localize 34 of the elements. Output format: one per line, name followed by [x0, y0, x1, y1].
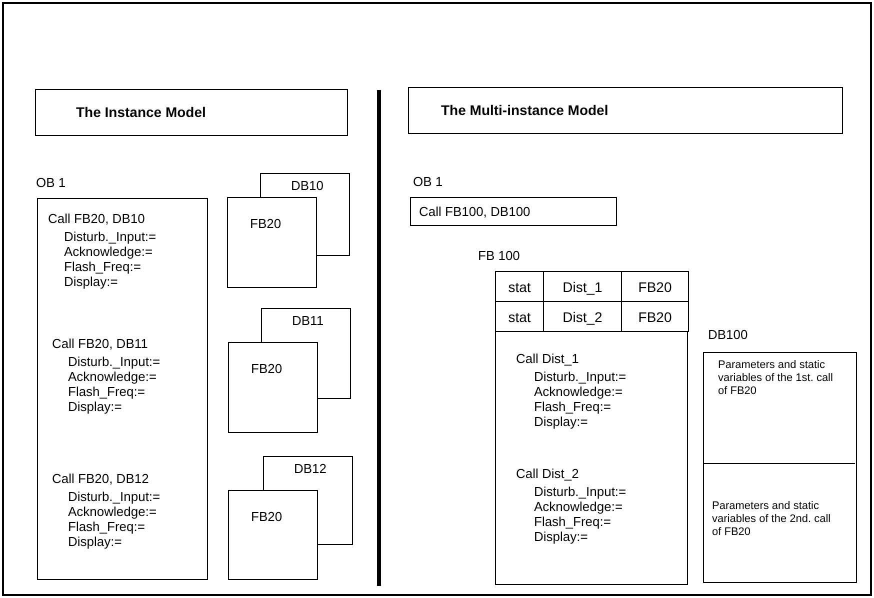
parameter-list: Disturb._Input:= Acknowledge:= Flash_Freq:= Display:=	[68, 489, 160, 549]
function-block	[228, 490, 318, 580]
block-heading: DB100	[708, 327, 748, 342]
model-title: The Multi-instance Model	[441, 103, 608, 118]
section-text: Parameters and static variables of the 2nd. call of FB20	[712, 500, 832, 539]
data-block	[260, 173, 350, 197]
code-line: Call Dist_1	[516, 351, 579, 366]
parameter-list: Disturb._Input:= Acknowledge:= Flash_Freq:= Display:=	[534, 369, 626, 429]
parameter-list: Disturb._Input:= Acknowledge:= Flash_Freq:= Display:=	[64, 229, 156, 289]
parameter-list: Disturb._Input:= Acknowledge:= Flash_Freq:= Display:=	[68, 354, 160, 414]
declaration-cell: FB20	[621, 301, 689, 332]
model-title: The Instance Model	[76, 105, 206, 120]
title-box	[35, 89, 348, 136]
title-box	[408, 87, 843, 134]
block-heading: FB 100	[478, 248, 520, 263]
code-line: FB20	[250, 216, 282, 231]
code-line: Call Dist_2	[516, 466, 579, 481]
code-line: Call FB20, DB11	[52, 336, 148, 351]
code-line: Call FB100, DB100	[419, 204, 530, 219]
function-block	[227, 197, 317, 288]
block-heading: OB 1	[36, 175, 66, 190]
section-text: Parameters and static variables of the 1st. call of FB20	[718, 359, 834, 398]
code-line: Call FB20, DB12	[52, 471, 149, 486]
block-heading: OB 1	[413, 174, 443, 189]
code-line: Call FB20, DB10	[48, 211, 145, 226]
code-line: DB10	[291, 178, 324, 193]
data-block	[263, 456, 353, 490]
code-line: FB20	[251, 509, 282, 524]
parameter-list: Disturb._Input:= Acknowledge:= Flash_Freq:= Display:=	[534, 484, 626, 544]
code-line: FB20	[251, 361, 282, 376]
function-block	[228, 342, 318, 433]
data-block	[261, 308, 351, 342]
code-line: DB11	[292, 313, 324, 328]
code-line: DB12	[294, 461, 327, 476]
